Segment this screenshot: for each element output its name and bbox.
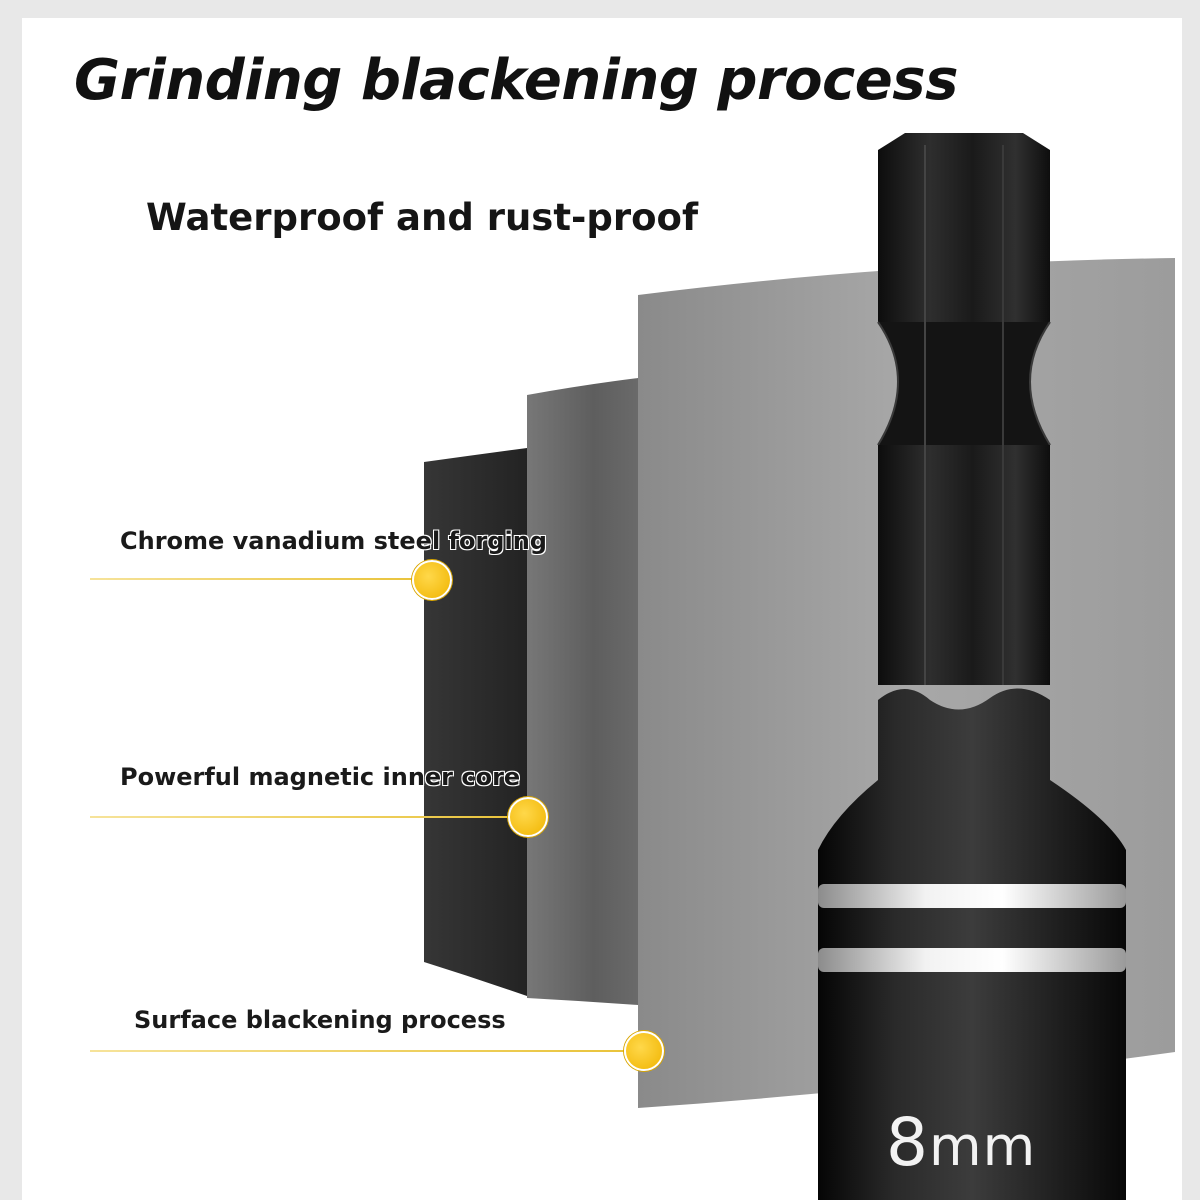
leader-line-1 xyxy=(90,578,420,580)
chrome-ring-lower xyxy=(818,948,1126,972)
marker-dot-2 xyxy=(508,797,548,837)
size-unit: mm xyxy=(929,1115,1037,1178)
socket-body xyxy=(818,688,1126,1200)
callout-magnetic-core: Powerful magnetic inner core xyxy=(120,763,521,791)
callout-surface-blackening: Surface blackening process xyxy=(134,1006,506,1034)
marker-dot-1 xyxy=(412,560,452,600)
socket-size-marking: 8mm xyxy=(886,1104,1036,1181)
callout-chrome-vanadium: Chrome vanadium steel forging xyxy=(120,527,547,555)
headline: Grinding blackening process xyxy=(74,48,958,113)
leader-line-2 xyxy=(90,816,520,818)
subheadline: Waterproof and rust-proof xyxy=(146,196,699,239)
hex-shank xyxy=(878,133,1050,322)
mid-gray-layer xyxy=(527,378,638,1005)
size-number: 8 xyxy=(886,1104,929,1181)
chrome-ring-upper xyxy=(818,884,1126,908)
marker-dot-3 xyxy=(624,1031,664,1071)
leader-line-3 xyxy=(90,1050,630,1052)
